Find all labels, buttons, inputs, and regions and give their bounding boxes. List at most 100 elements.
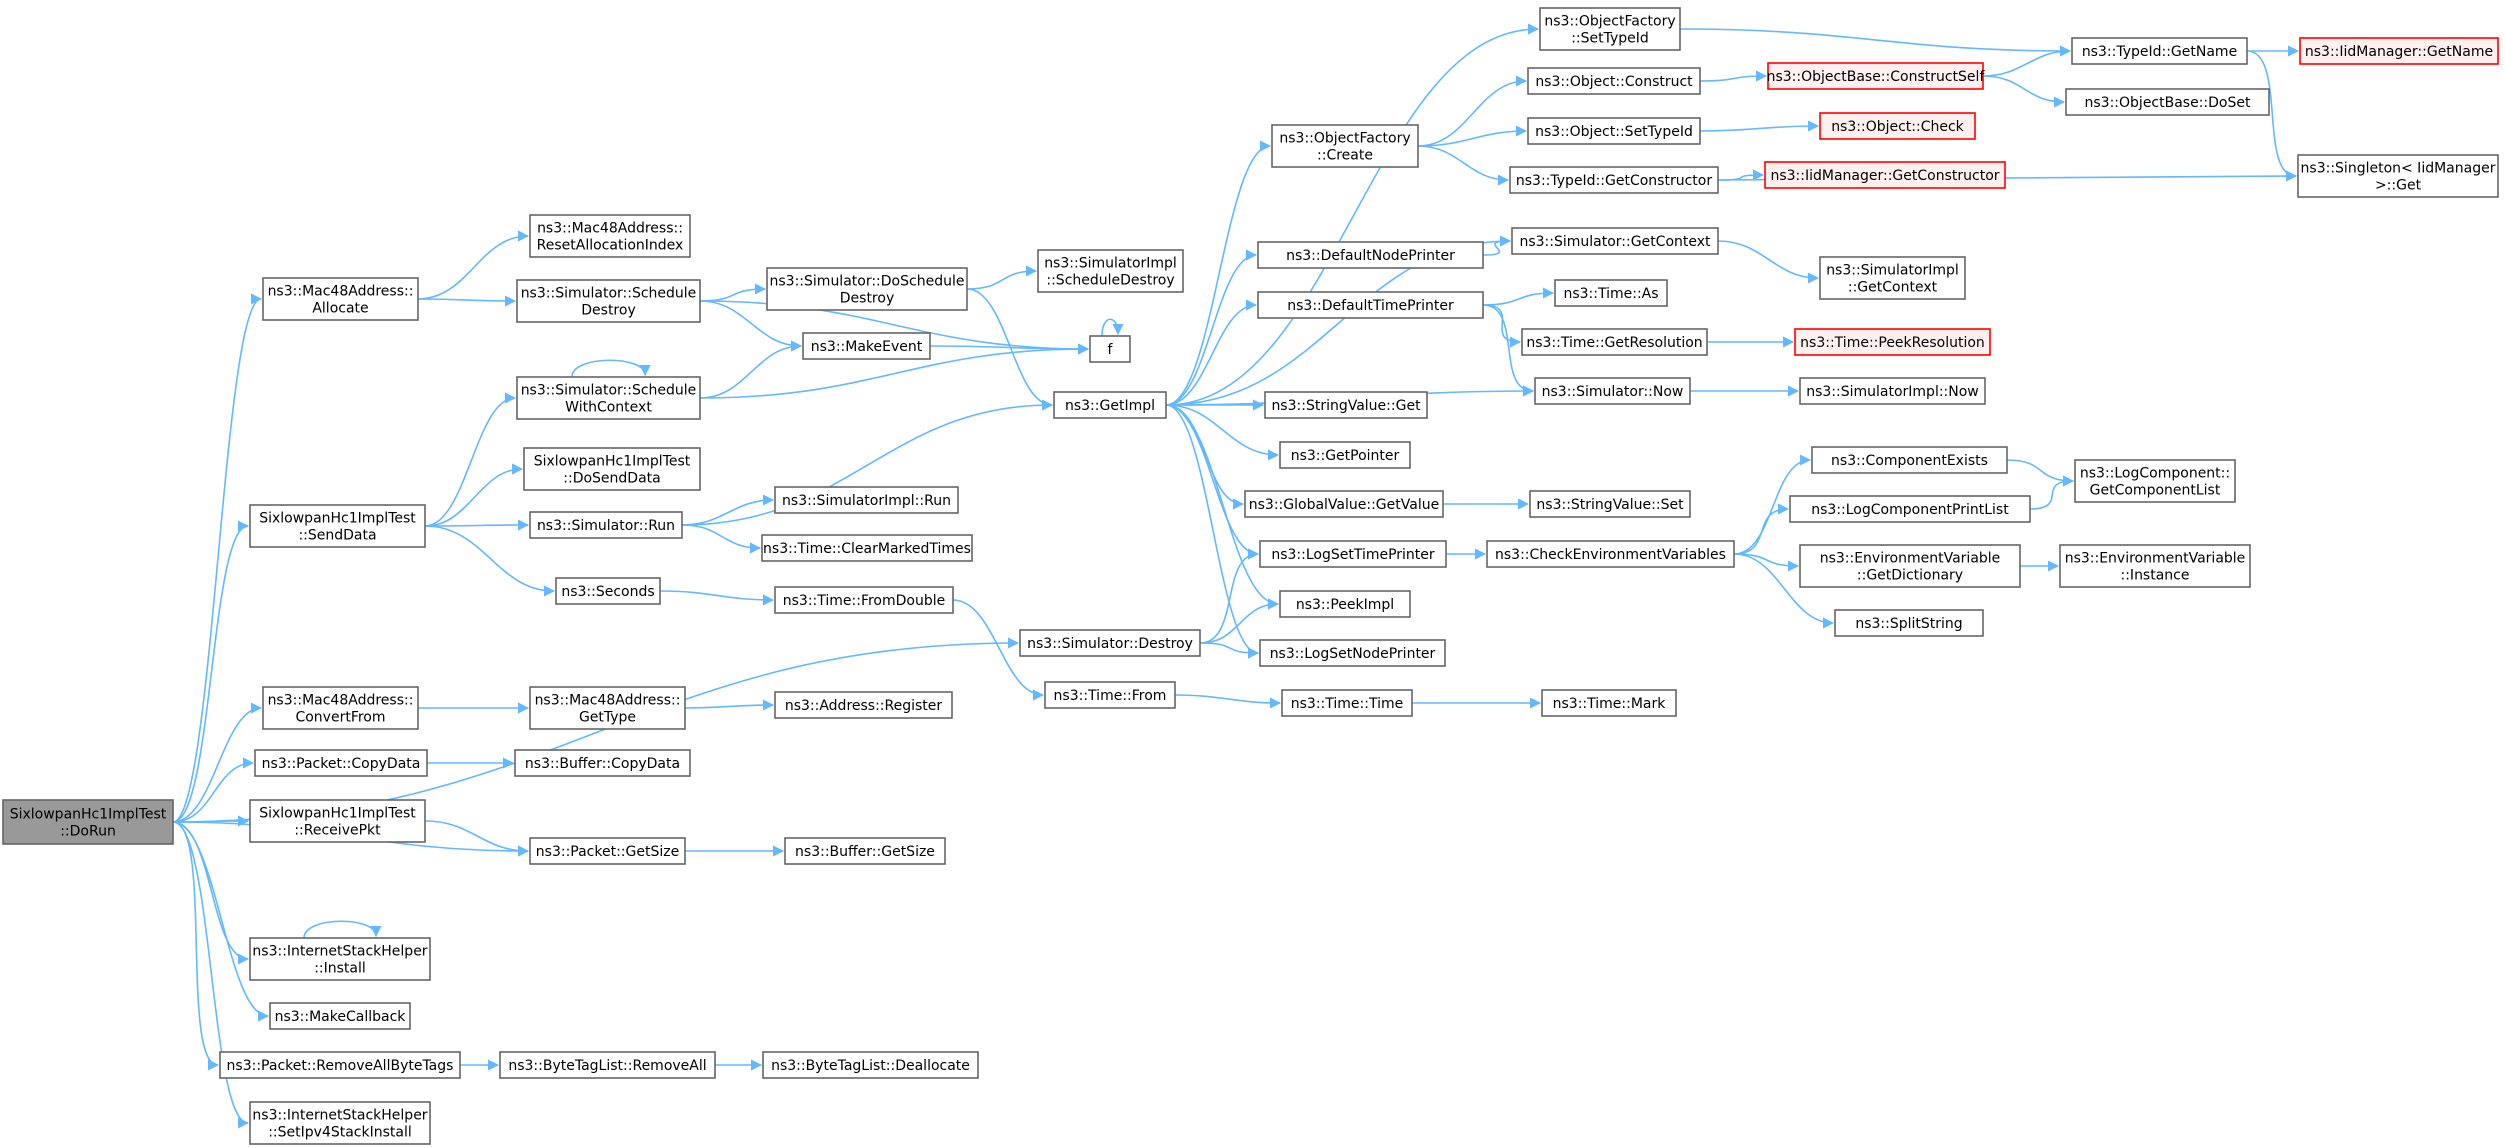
edge-check_env-to-env_getdictionary bbox=[1733, 553, 1800, 572]
node-sim_destroy[interactable]: ns3::Simulator::Destroy bbox=[1019, 629, 1201, 657]
node-of_create[interactable]: ns3::ObjectFactory::Create bbox=[1271, 124, 1419, 168]
node-f[interactable]: f bbox=[1089, 335, 1131, 363]
node-seconds[interactable]: ns3::Seconds bbox=[555, 577, 661, 605]
node-component_exists[interactable]: ns3::ComponentExists bbox=[1811, 446, 2008, 474]
node-default_node_printer[interactable]: ns3::DefaultNodePrinter bbox=[1257, 241, 1484, 269]
node-get_impl[interactable]: ns3::GetImpl bbox=[1053, 391, 1167, 419]
node-label: ns3::Mac48Address:: bbox=[268, 693, 414, 709]
node-stringvalue_set[interactable]: ns3::StringValue::Set bbox=[1529, 490, 1691, 518]
node-label: ns3::Time::ClearMarkedTimes bbox=[763, 541, 971, 557]
node-env_getdictionary[interactable]: ns3::EnvironmentVariable::GetDictionary bbox=[1799, 544, 2021, 588]
edge-objbase_constructself-to-objbase_doset bbox=[1982, 75, 2066, 108]
node-box bbox=[555, 577, 661, 605]
node-btl_removeall[interactable]: ns3::ByteTagList::RemoveAll bbox=[499, 1051, 716, 1079]
node-label: ns3::Simulator::DoSchedule bbox=[770, 274, 965, 290]
node-default_time_printer[interactable]: ns3::DefaultTimePrinter bbox=[1257, 291, 1484, 319]
node-peek_impl[interactable]: ns3::PeekImpl bbox=[1279, 590, 1411, 618]
node-sixlo_do_send[interactable]: SixlowpanHc1ImplTest::DoSendData bbox=[523, 447, 701, 491]
node-box bbox=[762, 1051, 979, 1079]
node-obj_check[interactable]: ns3::Object::Check bbox=[1819, 112, 1976, 140]
node-typeid_getname[interactable]: ns3::TypeId::GetName bbox=[2071, 37, 2248, 65]
node-get_pointer[interactable]: ns3::GetPointer bbox=[1279, 441, 1411, 469]
node-time_clear[interactable]: ns3::Time::ClearMarkedTimes bbox=[761, 534, 973, 562]
node-time_getresolution[interactable]: ns3::Time::GetResolution bbox=[1521, 328, 1708, 356]
node-singleton_get[interactable]: ns3::Singleton< IidManager >::Get bbox=[2297, 154, 2499, 198]
node-box bbox=[1511, 227, 1719, 255]
edge-sim_destroy-to-log_settimeprinter bbox=[1199, 548, 1260, 644]
node-sixlo_receive[interactable]: SixlowpanHc1ImplTest::ReceivePkt bbox=[249, 799, 426, 843]
node-buf_getsize[interactable]: ns3::Buffer::GetSize bbox=[784, 837, 946, 865]
node-sim_schedule_destroy[interactable]: ns3::Simulator::ScheduleDestroy bbox=[516, 279, 701, 323]
node-box bbox=[2297, 154, 2499, 198]
node-iid_getconstructor[interactable]: ns3::IidManager::GetConstructor bbox=[1764, 161, 2006, 189]
node-check_env[interactable]: ns3::CheckEnvironmentVariables bbox=[1486, 540, 1735, 568]
node-simimpl_getcontext[interactable]: ns3::SimulatorImpl::GetContext bbox=[1819, 256, 1966, 300]
node-time_from[interactable]: ns3::Time::From bbox=[1044, 681, 1176, 709]
node-box bbox=[529, 511, 683, 539]
edge-sixlo_send-to-seconds bbox=[424, 525, 556, 597]
node-buf_copydata[interactable]: ns3::Buffer::CopyData bbox=[514, 749, 691, 777]
node-time_peekresolution[interactable]: ns3::Time::PeekResolution bbox=[1794, 328, 1991, 356]
node-objbase_doset[interactable]: ns3::ObjectBase::DoSet bbox=[2065, 88, 2270, 116]
node-logcomp_getlist[interactable]: ns3::LogComponent::GetComponentList bbox=[2074, 459, 2236, 503]
node-simimpl_schedule_destroy[interactable]: ns3::SimulatorImpl::ScheduleDestroy bbox=[1037, 249, 1184, 293]
node-addr_register[interactable]: ns3::Address::Register bbox=[774, 691, 953, 719]
node-box bbox=[1819, 256, 1966, 300]
node-label: ns3::LogComponentPrintList bbox=[1811, 502, 2009, 518]
node-label: ::DoSendData bbox=[563, 471, 660, 487]
node-objbase_constructself[interactable]: ns3::ObjectBase::ConstructSelf bbox=[1767, 62, 1986, 90]
node-make_event[interactable]: ns3::MakeEvent bbox=[802, 332, 931, 360]
node-label: SixlowpanHc1ImplTest bbox=[534, 454, 691, 470]
node-sim_now[interactable]: ns3::Simulator::Now bbox=[1534, 377, 1691, 405]
node-gv_getvalue[interactable]: ns3::GlobalValue::GetValue bbox=[1244, 490, 1444, 518]
edge-obj_construct-to-objbase_constructself bbox=[1699, 70, 1768, 82]
node-mac_reset[interactable]: ns3::Mac48Address::ResetAllocationIndex bbox=[529, 214, 691, 258]
node-box bbox=[1279, 441, 1411, 469]
node-obj_settypeid[interactable]: ns3::Object::SetTypeId bbox=[1527, 117, 1701, 145]
node-pkt_remove_tags[interactable]: ns3::Packet::RemoveAllByteTags bbox=[219, 1051, 461, 1079]
edge-sim_schedule_destroy-to-f bbox=[699, 300, 1090, 355]
node-label: ns3::LogComponent:: bbox=[2080, 466, 2230, 482]
edge-sixlo_send-to-sim_run bbox=[424, 519, 530, 531]
node-sim_run[interactable]: ns3::Simulator::Run bbox=[529, 511, 683, 539]
node-mac_gettype[interactable]: ns3::Mac48Address::GetType bbox=[529, 686, 686, 730]
node-sim_getcontext[interactable]: ns3::Simulator::GetContext bbox=[1511, 227, 1719, 255]
node-ish_setipv4[interactable]: ns3::InternetStackHelper::SetIpv4StackIn… bbox=[249, 1101, 431, 1145]
node-iid_getname[interactable]: ns3::IidManager::GetName bbox=[2299, 37, 2499, 65]
node-time_time[interactable]: ns3::Time::Time bbox=[1281, 689, 1413, 717]
node-simimpl_run[interactable]: ns3::SimulatorImpl::Run bbox=[774, 486, 959, 514]
node-obj_construct[interactable]: ns3::Object::Construct bbox=[1527, 67, 1701, 95]
node-mac_allocate[interactable]: ns3::Mac48Address::Allocate bbox=[262, 277, 419, 321]
node-stringvalue_get[interactable]: ns3::StringValue::Get bbox=[1264, 391, 1428, 419]
node-make_callback[interactable]: ns3::MakeCallback bbox=[269, 1002, 411, 1030]
node-time_from_double[interactable]: ns3::Time::FromDouble bbox=[774, 586, 954, 614]
node-time_as[interactable]: ns3::Time::As bbox=[1554, 279, 1668, 307]
node-label: ns3::Time::Time bbox=[1291, 696, 1403, 712]
node-ish_install[interactable]: ns3::InternetStackHelper::Install bbox=[249, 937, 431, 981]
edge-get_impl-to-log_settimeprinter bbox=[1165, 404, 1260, 560]
node-sixlo_send[interactable]: SixlowpanHc1ImplTest::SendData bbox=[249, 504, 426, 548]
node-mac_convert[interactable]: ns3::Mac48Address::ConvertFrom bbox=[262, 686, 419, 730]
edge-sim_run-to-simimpl_run bbox=[681, 494, 775, 526]
node-box bbox=[1527, 67, 1701, 95]
node-box bbox=[1281, 689, 1413, 717]
node-log_component_printlist[interactable]: ns3::LogComponentPrintList bbox=[1789, 495, 2031, 523]
node-split_string[interactable]: ns3::SplitString bbox=[1834, 609, 1984, 637]
node-simimpl_now[interactable]: ns3::SimulatorImpl::Now bbox=[1799, 377, 1986, 405]
node-env_instance[interactable]: ns3::EnvironmentVariable::Instance bbox=[2059, 544, 2251, 588]
node-label: ns3::Singleton< IidManager bbox=[2301, 161, 2496, 177]
node-pkt_getsize[interactable]: ns3::Packet::GetSize bbox=[529, 837, 686, 865]
node-time_mark[interactable]: ns3::Time::Mark bbox=[1541, 689, 1677, 717]
node-label: ns3::DefaultNodePrinter bbox=[1286, 248, 1455, 264]
node-dorun[interactable]: SixlowpanHc1ImplTest::DoRun bbox=[2, 799, 174, 845]
node-label: Destroy bbox=[840, 291, 894, 307]
node-btl_dealloc[interactable]: ns3::ByteTagList::Deallocate bbox=[762, 1051, 979, 1079]
node-pkt_copydata[interactable]: ns3::Packet::CopyData bbox=[254, 749, 428, 777]
node-typeid_getconstructor[interactable]: ns3::TypeId::GetConstructor bbox=[1509, 166, 1719, 194]
node-of_settypeid[interactable]: ns3::ObjectFactory::SetTypeId bbox=[1539, 7, 1681, 51]
node-log_settimeprinter[interactable]: ns3::LogSetTimePrinter bbox=[1259, 540, 1447, 568]
node-log_setnodeprinter[interactable]: ns3::LogSetNodePrinter bbox=[1259, 639, 1446, 667]
node-label: WithContext bbox=[565, 400, 652, 416]
